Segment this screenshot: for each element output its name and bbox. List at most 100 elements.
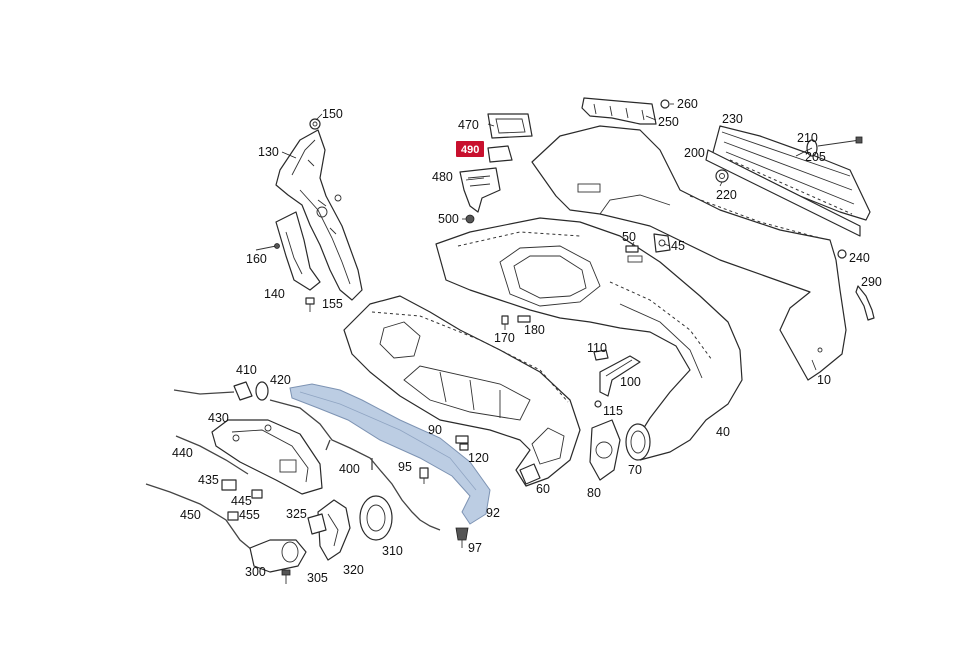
part-470-frame[interactable] — [487, 113, 533, 139]
label-155[interactable]: 155 — [322, 297, 343, 311]
part-45-cover[interactable] — [653, 233, 671, 253]
label-80[interactable]: 80 — [587, 486, 601, 500]
part-480-bracket[interactable] — [459, 167, 501, 213]
part-95-clip[interactable] — [419, 467, 429, 484]
part-290-strip[interactable] — [855, 285, 875, 321]
part-430-bracket[interactable] — [211, 419, 323, 495]
label-97[interactable]: 97 — [468, 541, 482, 555]
part-120-clip[interactable] — [455, 435, 469, 451]
label-95[interactable]: 95 — [398, 460, 412, 474]
highlight-badge-490 — [456, 141, 484, 157]
part-70-ring[interactable] — [625, 423, 651, 461]
part-160-screw[interactable] — [255, 243, 280, 251]
label-150[interactable]: 150 — [322, 107, 343, 121]
label-500[interactable]: 500 — [438, 212, 459, 226]
part-305-screw[interactable] — [281, 569, 291, 584]
part-60-trim[interactable] — [519, 463, 541, 485]
label-120[interactable]: 120 — [468, 451, 489, 465]
label-320[interactable]: 320 — [343, 563, 364, 577]
label-310[interactable]: 310 — [382, 544, 403, 558]
part-180-clip[interactable] — [517, 315, 531, 323]
part-150-clip[interactable] — [309, 118, 321, 130]
label-445[interactable]: 445 — [231, 494, 252, 508]
part-450-cable[interactable] — [145, 483, 253, 551]
part-420-ring[interactable] — [255, 381, 269, 401]
label-110[interactable]: 110 — [587, 341, 607, 355]
label-220[interactable]: 220 — [716, 188, 737, 202]
part-155-screw[interactable] — [305, 297, 315, 312]
label-10[interactable]: 10 — [817, 373, 831, 387]
part-250-bracket[interactable] — [581, 97, 657, 125]
label-140[interactable]: 140 — [264, 287, 285, 301]
label-290[interactable]: 290 — [861, 275, 882, 289]
part-320-bracket[interactable] — [317, 499, 351, 561]
label-455[interactable]: 455 — [239, 508, 260, 522]
label-60[interactable]: 60 — [536, 482, 550, 496]
part-240-clip[interactable] — [837, 249, 847, 259]
label-130[interactable]: 130 — [258, 145, 279, 159]
label-420[interactable]: 420 — [270, 373, 291, 387]
part-200-strip[interactable] — [705, 149, 861, 237]
part-110-bracket[interactable] — [593, 349, 609, 361]
callout-labels: 150 130 160 140 155 470 490 480 500 260 … — [172, 97, 882, 585]
label-435[interactable]: 435 — [198, 473, 219, 487]
label-470[interactable]: 470 — [458, 118, 479, 132]
part-260-clip[interactable] — [660, 99, 670, 109]
part-170-screw[interactable] — [501, 315, 509, 330]
part-92-blue-panel[interactable] — [289, 383, 491, 525]
part-220-grommet[interactable] — [715, 169, 729, 183]
part-410-sensor[interactable] — [173, 381, 253, 401]
part-140-trim[interactable] — [275, 211, 321, 291]
label-480[interactable]: 480 — [432, 170, 453, 184]
label-70[interactable]: 70 — [628, 463, 642, 477]
label-160[interactable]: 160 — [246, 252, 267, 266]
part-50-clip[interactable] — [625, 245, 639, 253]
label-490[interactable]: 490 — [461, 144, 479, 156]
part-300-sensor[interactable] — [249, 539, 307, 573]
label-50[interactable]: 50 — [622, 230, 636, 244]
label-100[interactable]: 100 — [620, 375, 641, 389]
part-435-sensor[interactable] — [221, 479, 237, 491]
label-430[interactable]: 430 — [208, 411, 229, 425]
leader-lines — [281, 103, 817, 371]
part-455-clip[interactable] — [227, 511, 239, 521]
label-450[interactable]: 450 — [180, 508, 201, 522]
label-92[interactable]: 92 — [486, 506, 500, 520]
label-260[interactable]: 260 — [677, 97, 698, 111]
part-325-bracket[interactable] — [307, 513, 327, 535]
part-100-bracket[interactable] — [599, 355, 641, 397]
label-400[interactable]: 400 — [339, 462, 360, 476]
label-305[interactable]: 305 — [307, 571, 328, 585]
label-230[interactable]: 230 — [722, 112, 743, 126]
part-80-sensor-housing[interactable] — [589, 419, 621, 481]
part-440-cable[interactable] — [175, 435, 249, 475]
part-90-diffuser[interactable] — [343, 295, 581, 487]
label-170[interactable]: 170 — [494, 331, 515, 345]
label-180[interactable]: 180 — [524, 323, 545, 337]
label-200[interactable]: 200 — [684, 146, 705, 160]
part-445-clip[interactable] — [251, 489, 263, 499]
label-440[interactable]: 440 — [172, 446, 193, 460]
label-300[interactable]: 300 — [245, 565, 266, 579]
label-325[interactable]: 325 — [286, 507, 307, 521]
label-115[interactable]: 115 — [603, 404, 623, 418]
part-490-cover[interactable] — [487, 145, 513, 163]
part-210-screw[interactable] — [817, 136, 863, 147]
part-130-bracket[interactable] — [275, 129, 363, 301]
part-115-screw[interactable] — [594, 400, 602, 408]
label-90[interactable]: 90 — [428, 423, 442, 437]
label-45[interactable]: 45 — [671, 239, 685, 253]
part-10-upper-bumper[interactable] — [531, 125, 847, 381]
label-240[interactable]: 240 — [849, 251, 870, 265]
label-250[interactable]: 250 — [658, 115, 679, 129]
label-205[interactable]: 205 — [805, 150, 826, 164]
label-40[interactable]: 40 — [716, 425, 730, 439]
part-97-fastener[interactable] — [455, 527, 469, 548]
part-500-nut[interactable] — [465, 214, 475, 224]
label-410[interactable]: 410 — [236, 363, 257, 377]
label-210[interactable]: 210 — [797, 131, 818, 145]
part-310-ring[interactable] — [359, 495, 393, 541]
part-40-main-bumper[interactable] — [435, 217, 743, 461]
part-400-harness[interactable] — [269, 399, 441, 531]
